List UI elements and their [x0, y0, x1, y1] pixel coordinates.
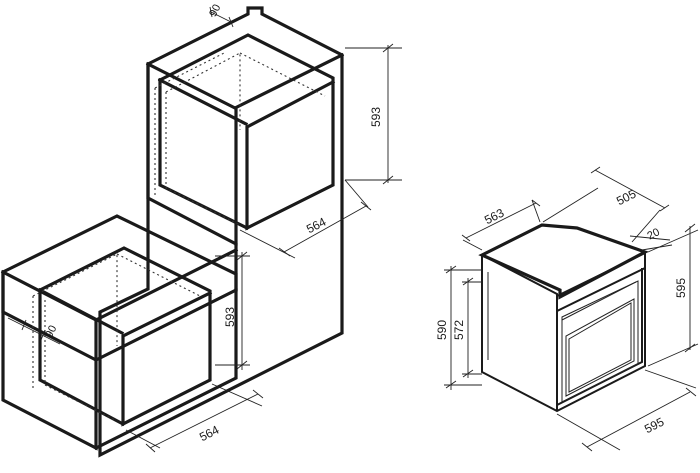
under-counter-height-label: 593 [223, 307, 237, 327]
oven [478, 223, 649, 413]
tall-cabinet-width-label: 564 [304, 215, 328, 237]
dimension-labels: 90 593 564 593 90 564 563 505 20 595 590… [43, 2, 688, 444]
oven-width-595-label: 595 [642, 415, 666, 437]
oven-height-590-label: 590 [435, 320, 449, 340]
under-counter-depth-label: 90 [43, 323, 59, 339]
tall-cabinet [98, 6, 345, 458]
dimension-lines [7, 6, 699, 453]
tall-cabinet-height-label: 593 [369, 107, 383, 127]
oven-height-595-label: 595 [674, 278, 688, 298]
under-counter-cabinet [0, 214, 239, 451]
oven-height-572-label: 572 [452, 320, 466, 340]
oven-offset-20-label: 20 [645, 226, 661, 242]
tall-cabinet-depth-label: 90 [207, 2, 223, 18]
under-counter-width-label: 564 [197, 423, 221, 445]
oven-depth-563-label: 563 [482, 206, 506, 228]
oven-depth-505-label: 505 [614, 187, 638, 209]
